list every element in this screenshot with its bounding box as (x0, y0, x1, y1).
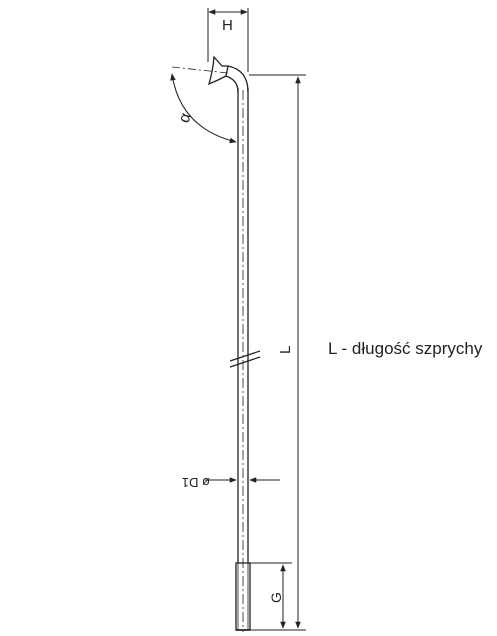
label-g: G (268, 592, 284, 603)
label-l: L (277, 346, 294, 354)
spoke-head (207, 55, 229, 86)
label-alpha: α (176, 111, 195, 125)
dim-l-extension (249, 74, 306, 631)
angle-arc (170, 73, 237, 144)
label-d1: ø D1 (182, 475, 210, 490)
angle-reference-line (171, 66, 229, 74)
spoke-shaft (237, 88, 249, 563)
dim-h-extension (207, 8, 249, 72)
caption-text: L - długość szprychy (328, 339, 483, 358)
label-h: H (222, 17, 233, 34)
spoke-bend (225, 65, 249, 93)
break-marks (229, 350, 261, 368)
